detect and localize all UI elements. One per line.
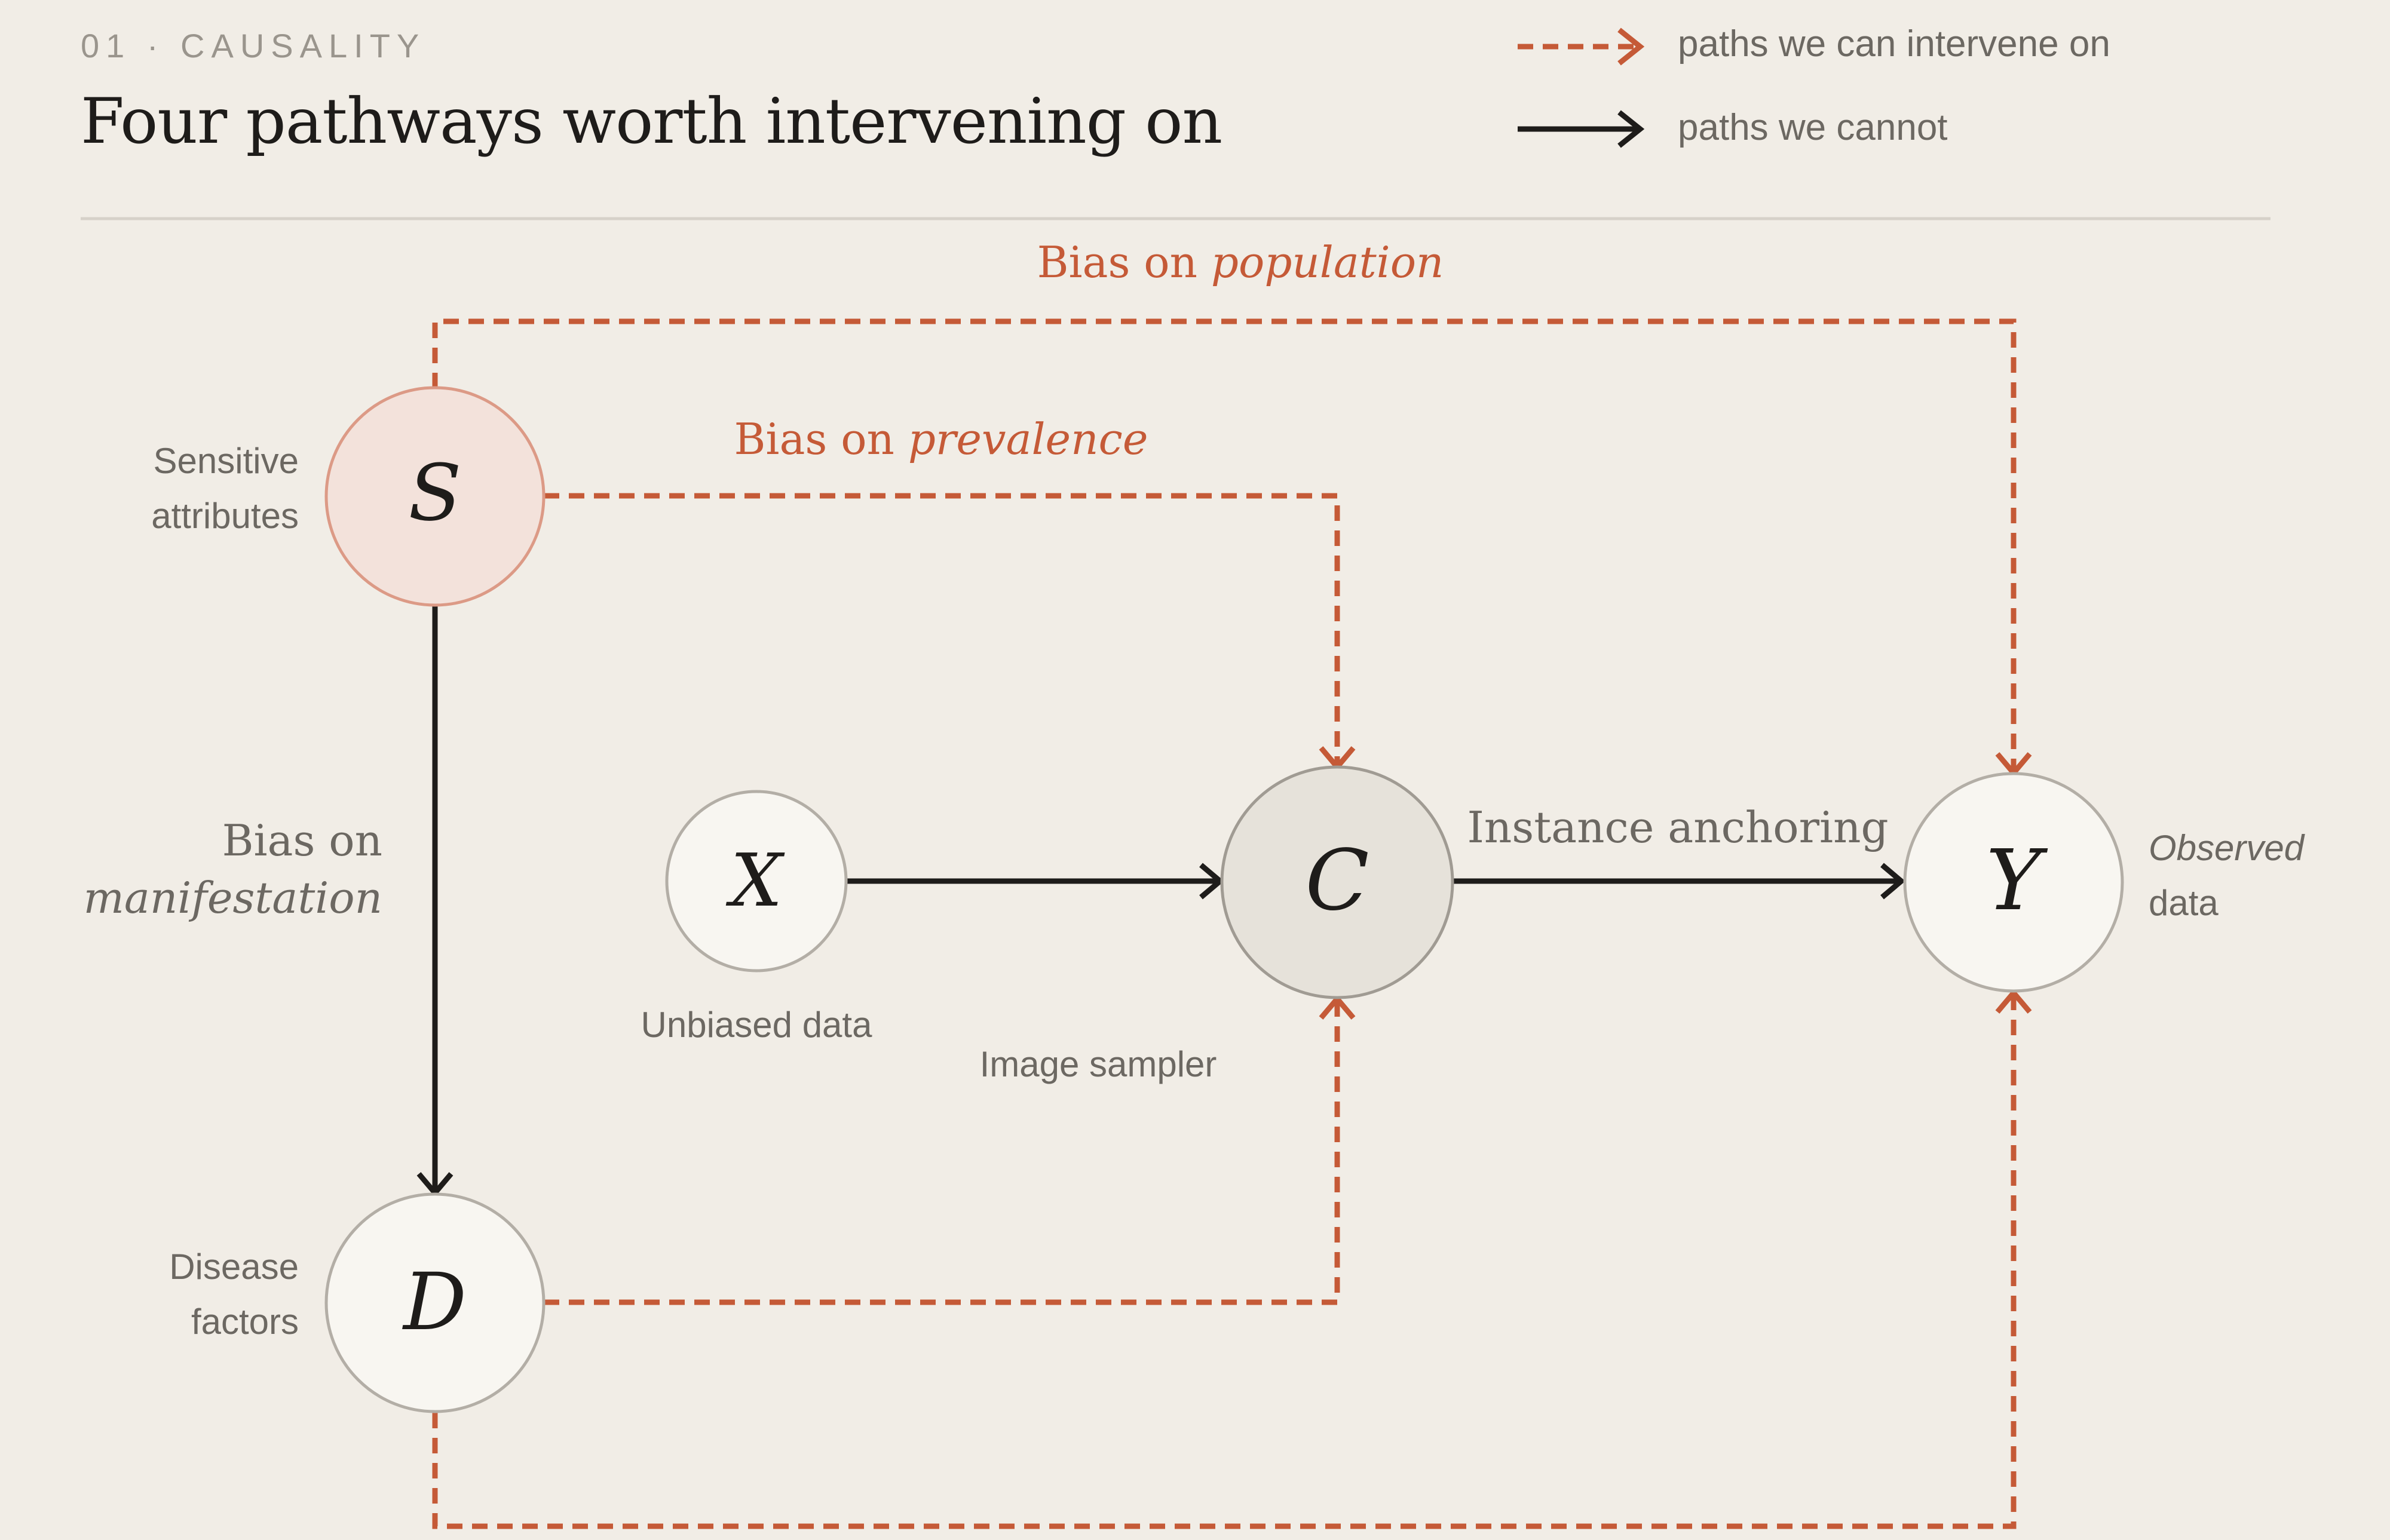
section-eyebrow: 01 · CAUSALITY	[81, 27, 426, 65]
node-s-symbol: S	[408, 447, 461, 538]
edge-s-y-population	[432, 318, 2017, 772]
node-d-label-line2: factors	[191, 1302, 299, 1342]
edge-s-c-prevalence	[544, 493, 1340, 766]
node-d-label-line1: Disease	[169, 1247, 299, 1287]
edge-d-y-arrowhead	[1995, 989, 2032, 1014]
node-y: Y	[1903, 772, 2124, 993]
edge-x-c-arrowhead	[1199, 863, 1224, 900]
node-x-symbol: X	[726, 838, 785, 923]
edge-c-y-arrowhead	[1880, 863, 1905, 900]
edge-label-manifestation-line2: manifestation	[84, 873, 382, 923]
legend-label-cannot: paths we cannot	[1678, 107, 1948, 148]
node-c-symbol: C	[1305, 832, 1369, 929]
node-x-circle	[665, 790, 848, 973]
edge-d-y	[432, 994, 2017, 1529]
node-s: S	[324, 386, 546, 607]
edge-label-population-emphasis: population	[1211, 237, 1444, 287]
edge-label-population-prefix: Bias on	[1037, 237, 1211, 287]
node-x-label: Unbiased data	[641, 1005, 873, 1045]
edge-label-prevalence-emphasis: prevalence	[908, 414, 1148, 464]
node-y-symbol: Y	[1986, 832, 2048, 929]
node-y-label-line1: Observed	[2149, 828, 2305, 868]
legend-solid-arrowhead	[1617, 110, 1645, 148]
node-d: D	[324, 1192, 546, 1413]
node-c: C	[1220, 765, 1454, 999]
node-x: X	[665, 790, 848, 973]
node-s-label-line2: attributes	[151, 496, 299, 536]
node-c-label: Image sampler	[980, 1044, 1217, 1084]
node-d-symbol: D	[402, 1256, 467, 1348]
edge-d-c	[544, 1000, 1340, 1305]
edge-label-manifestation-line1: Bias on	[222, 815, 382, 866]
node-y-circle	[1903, 772, 2124, 993]
node-s-circle	[324, 386, 546, 607]
node-s-label-line1: Sensitive	[154, 441, 299, 481]
node-d-circle	[324, 1192, 546, 1413]
node-c-circle	[1220, 765, 1454, 999]
legend-dashed-arrowhead	[1617, 27, 1645, 66]
edge-label-prevalence: Bias on prevalence	[734, 414, 1148, 464]
page-title: Four pathways worth intervening on	[81, 85, 1222, 158]
node-y-label-line2: data	[2149, 883, 2219, 923]
edge-label-prevalence-prefix: Bias on	[734, 414, 908, 464]
legend-label-intervene: paths we can intervene on	[1678, 23, 2110, 65]
edge-label-population: Bias on population	[1037, 237, 1444, 287]
edges	[416, 318, 2032, 1529]
legend	[1518, 27, 1645, 148]
edge-label-anchoring: Instance anchoring	[1467, 802, 1888, 852]
